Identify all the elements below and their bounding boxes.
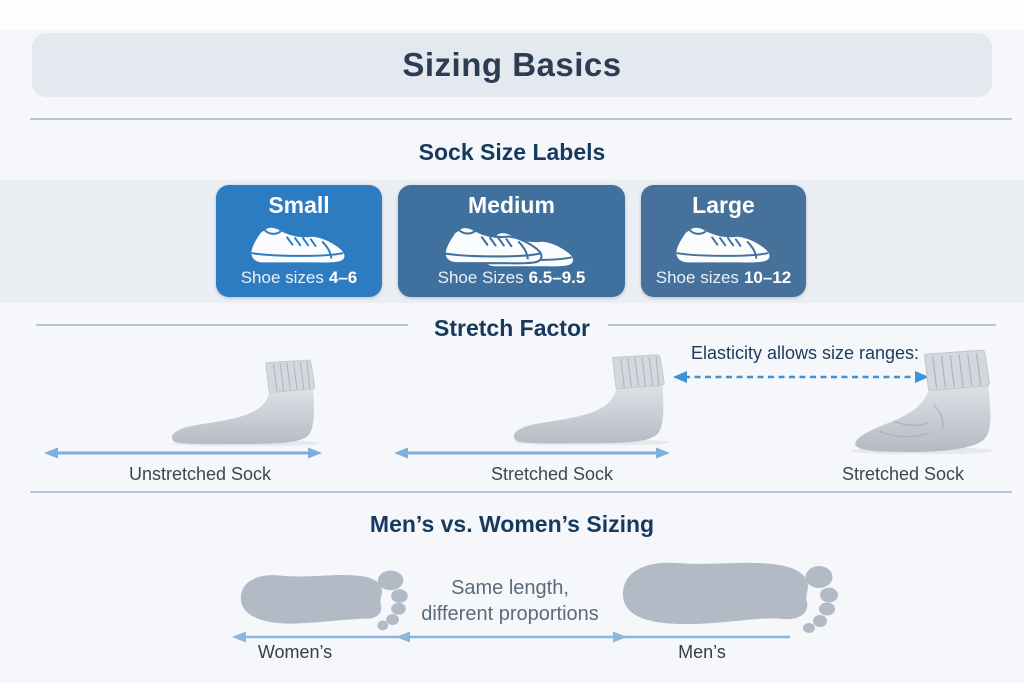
card-size-range: 4–6: [328, 268, 358, 287]
sock-illustration-stretched-bunched: [836, 348, 1002, 454]
card-title-small: Small: [268, 192, 330, 218]
comparison-note-line1: Same length,: [451, 577, 569, 599]
sock-label-stretched-2: Stretched Sock: [841, 464, 965, 484]
section-heading-sock-size-labels: Sock Size Labels: [418, 139, 606, 165]
divider-top: [30, 118, 1012, 120]
sneaker-icon: [665, 216, 783, 268]
sock-illustration-stretched: [506, 353, 686, 445]
womens-label: Women’s: [257, 642, 333, 662]
sneaker-icon: [240, 216, 358, 268]
mens-foot-silhouette: [616, 552, 844, 636]
sock-label-stretched: Stretched Sock: [490, 464, 614, 484]
comparison-note-line2: different proportions: [421, 603, 599, 625]
section-heading-gender-sizing: Men’s vs. Women’s Sizing: [369, 511, 655, 537]
sock-illustration-unstretched: [166, 358, 334, 446]
baseline-arrow: [230, 629, 792, 645]
mens-label: Men’s: [678, 642, 726, 662]
card-size-range: 10–12: [743, 268, 792, 287]
card-title-large: Large: [692, 192, 755, 218]
top-margin-strip: [0, 0, 1024, 30]
page-title: Sizing Basics: [402, 46, 622, 83]
elasticity-annotation: Elasticity allows size ranges:: [690, 343, 920, 363]
sneaker-pair-icon: [433, 216, 591, 268]
card-size-label: Shoe sizes: [240, 268, 324, 287]
divider-stretch-right: [608, 324, 996, 326]
card-size-label: Shoe sizes: [655, 268, 739, 287]
measurement-arrow-unstretched: [42, 446, 324, 460]
section-heading-stretch-factor: Stretch Factor: [434, 315, 590, 341]
card-size-label: Shoe Sizes: [437, 268, 524, 287]
sock-label-unstretched: Unstretched Sock: [128, 464, 272, 484]
card-title-medium: Medium: [468, 192, 555, 218]
comparison-note: Same length, different proportions: [370, 575, 650, 627]
title-banner: Sizing Basics: [32, 33, 992, 97]
divider-stretch-left: [36, 324, 408, 326]
dashed-range-arrow: [670, 369, 932, 385]
womens-foot-silhouette: [234, 566, 420, 632]
divider-bottom-section: [30, 491, 1012, 493]
measurement-arrow-stretched: [392, 446, 672, 460]
card-size-range: 6.5–9.5: [528, 268, 586, 287]
